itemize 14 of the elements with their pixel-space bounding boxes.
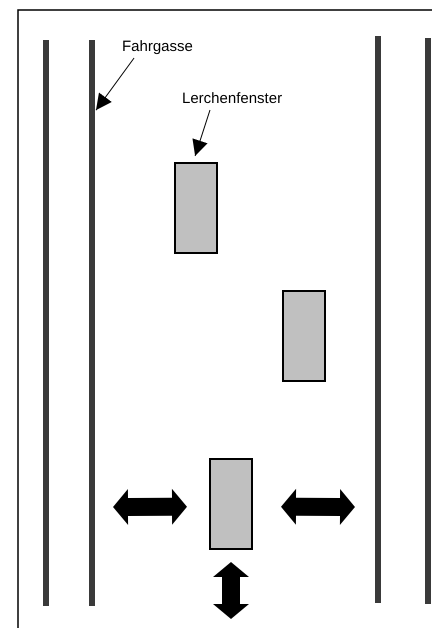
leader-line [96, 58, 135, 111]
tramline-bar [375, 36, 381, 603]
lark-window-plot [209, 458, 253, 550]
tramline-bar [89, 40, 95, 606]
tramline-bar [43, 40, 49, 606]
leader-line [192, 110, 210, 156]
lark-window-plot [282, 290, 326, 382]
label-text: Lerchenfenster [182, 90, 282, 108]
double-arrow [213, 562, 249, 619]
tramline-bar [425, 38, 431, 604]
double-arrow [281, 488, 355, 525]
label-text: Fahrgasse [122, 38, 193, 56]
double-arrow [113, 488, 187, 525]
lark-window-plot [174, 162, 218, 254]
